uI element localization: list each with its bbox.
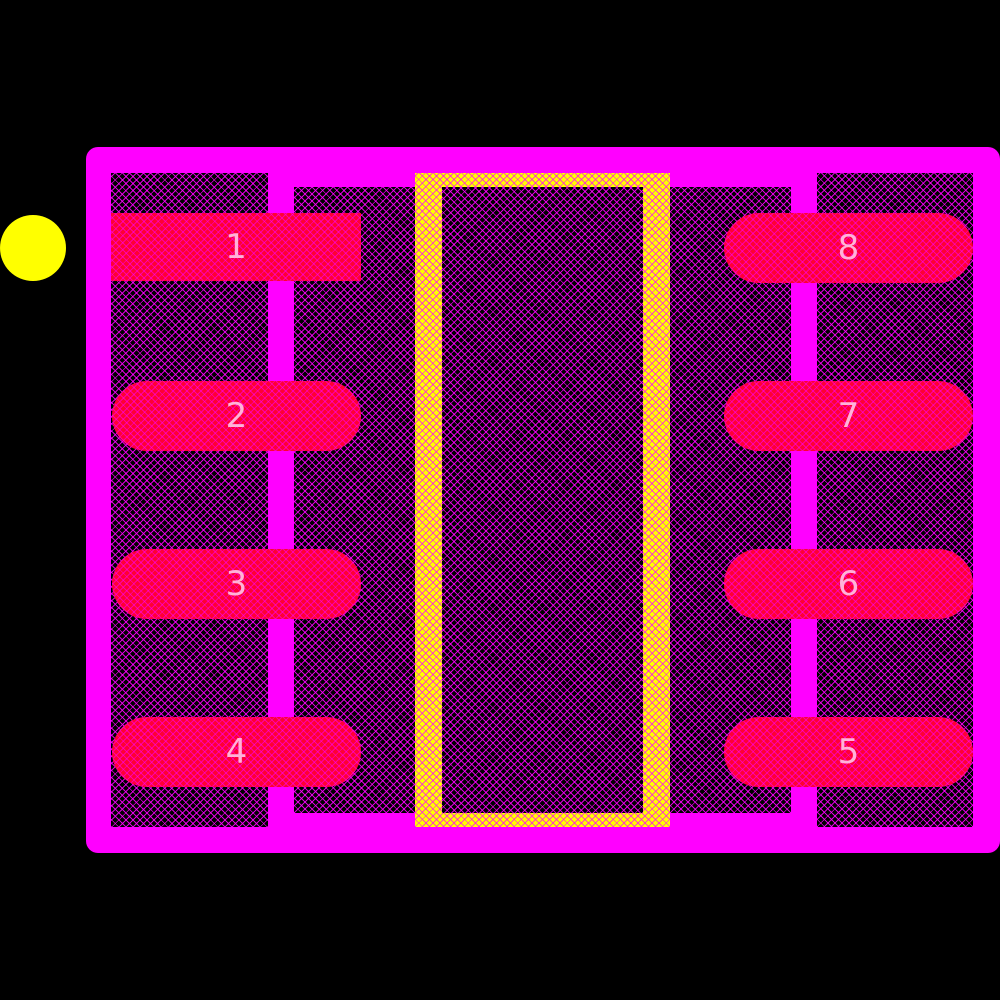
pad-8[interactable]: 8 [724, 213, 973, 283]
pad-3[interactable]: 3 [112, 549, 361, 619]
pad-label: 7 [837, 396, 860, 436]
pad-label: 1 [225, 227, 247, 267]
pad-label: 2 [225, 396, 248, 436]
pad-2[interactable]: 2 [112, 381, 361, 451]
pad-label: 6 [837, 564, 860, 604]
pad-5[interactable]: 5 [724, 717, 973, 787]
pad-1[interactable]: 1 [111, 213, 361, 281]
pad-7[interactable]: 7 [724, 381, 973, 451]
pad-6[interactable]: 6 [724, 549, 973, 619]
pad-label: 5 [837, 732, 860, 772]
inner-left-hatch-area [294, 187, 415, 813]
pin1-marker-dot [0, 215, 66, 281]
pad-label: 3 [225, 564, 248, 604]
thermal-pad-interior [442, 187, 643, 813]
pad-4[interactable]: 4 [112, 717, 361, 787]
pad-label: 8 [837, 228, 860, 268]
inner-right-hatch-area [670, 187, 791, 813]
pad-label: 4 [225, 732, 248, 772]
